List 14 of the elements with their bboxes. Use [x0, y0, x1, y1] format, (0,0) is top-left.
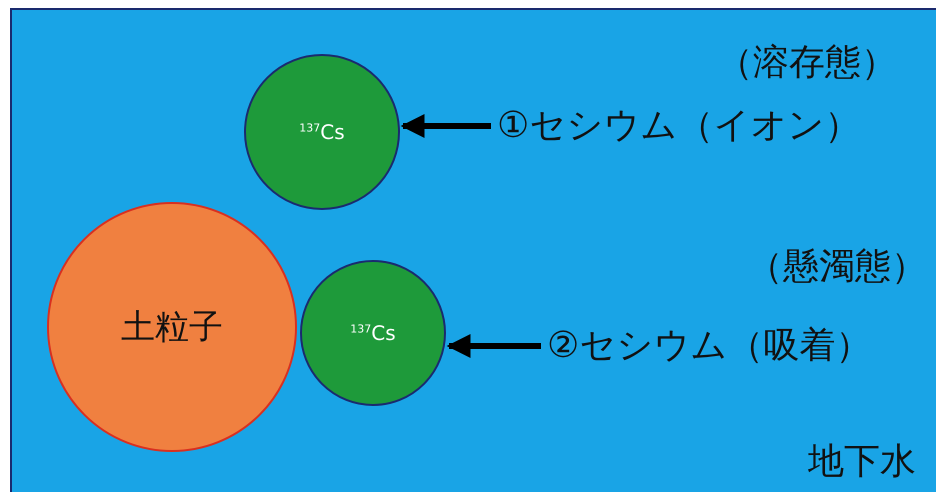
particle-circle [47, 202, 297, 452]
groundwater-panel [10, 8, 936, 492]
state-label: （懸濁態） [747, 245, 927, 289]
panel-label: 地下水 [808, 440, 916, 484]
arrow [446, 334, 541, 358]
particle-label: $^{137}$Cs [350, 321, 396, 345]
arrow [400, 114, 491, 138]
state-label: （溶存態） [717, 41, 897, 85]
particle-circle [244, 54, 400, 210]
cesium-form-label: ①セシウム（イオン） [497, 100, 917, 152]
particle-label: 土粒子 [121, 306, 223, 349]
particle-circle [300, 260, 446, 406]
cesium-form-label: ②セシウム（吸着） [547, 320, 927, 372]
particle-label: $^{137}$Cs [299, 120, 345, 144]
